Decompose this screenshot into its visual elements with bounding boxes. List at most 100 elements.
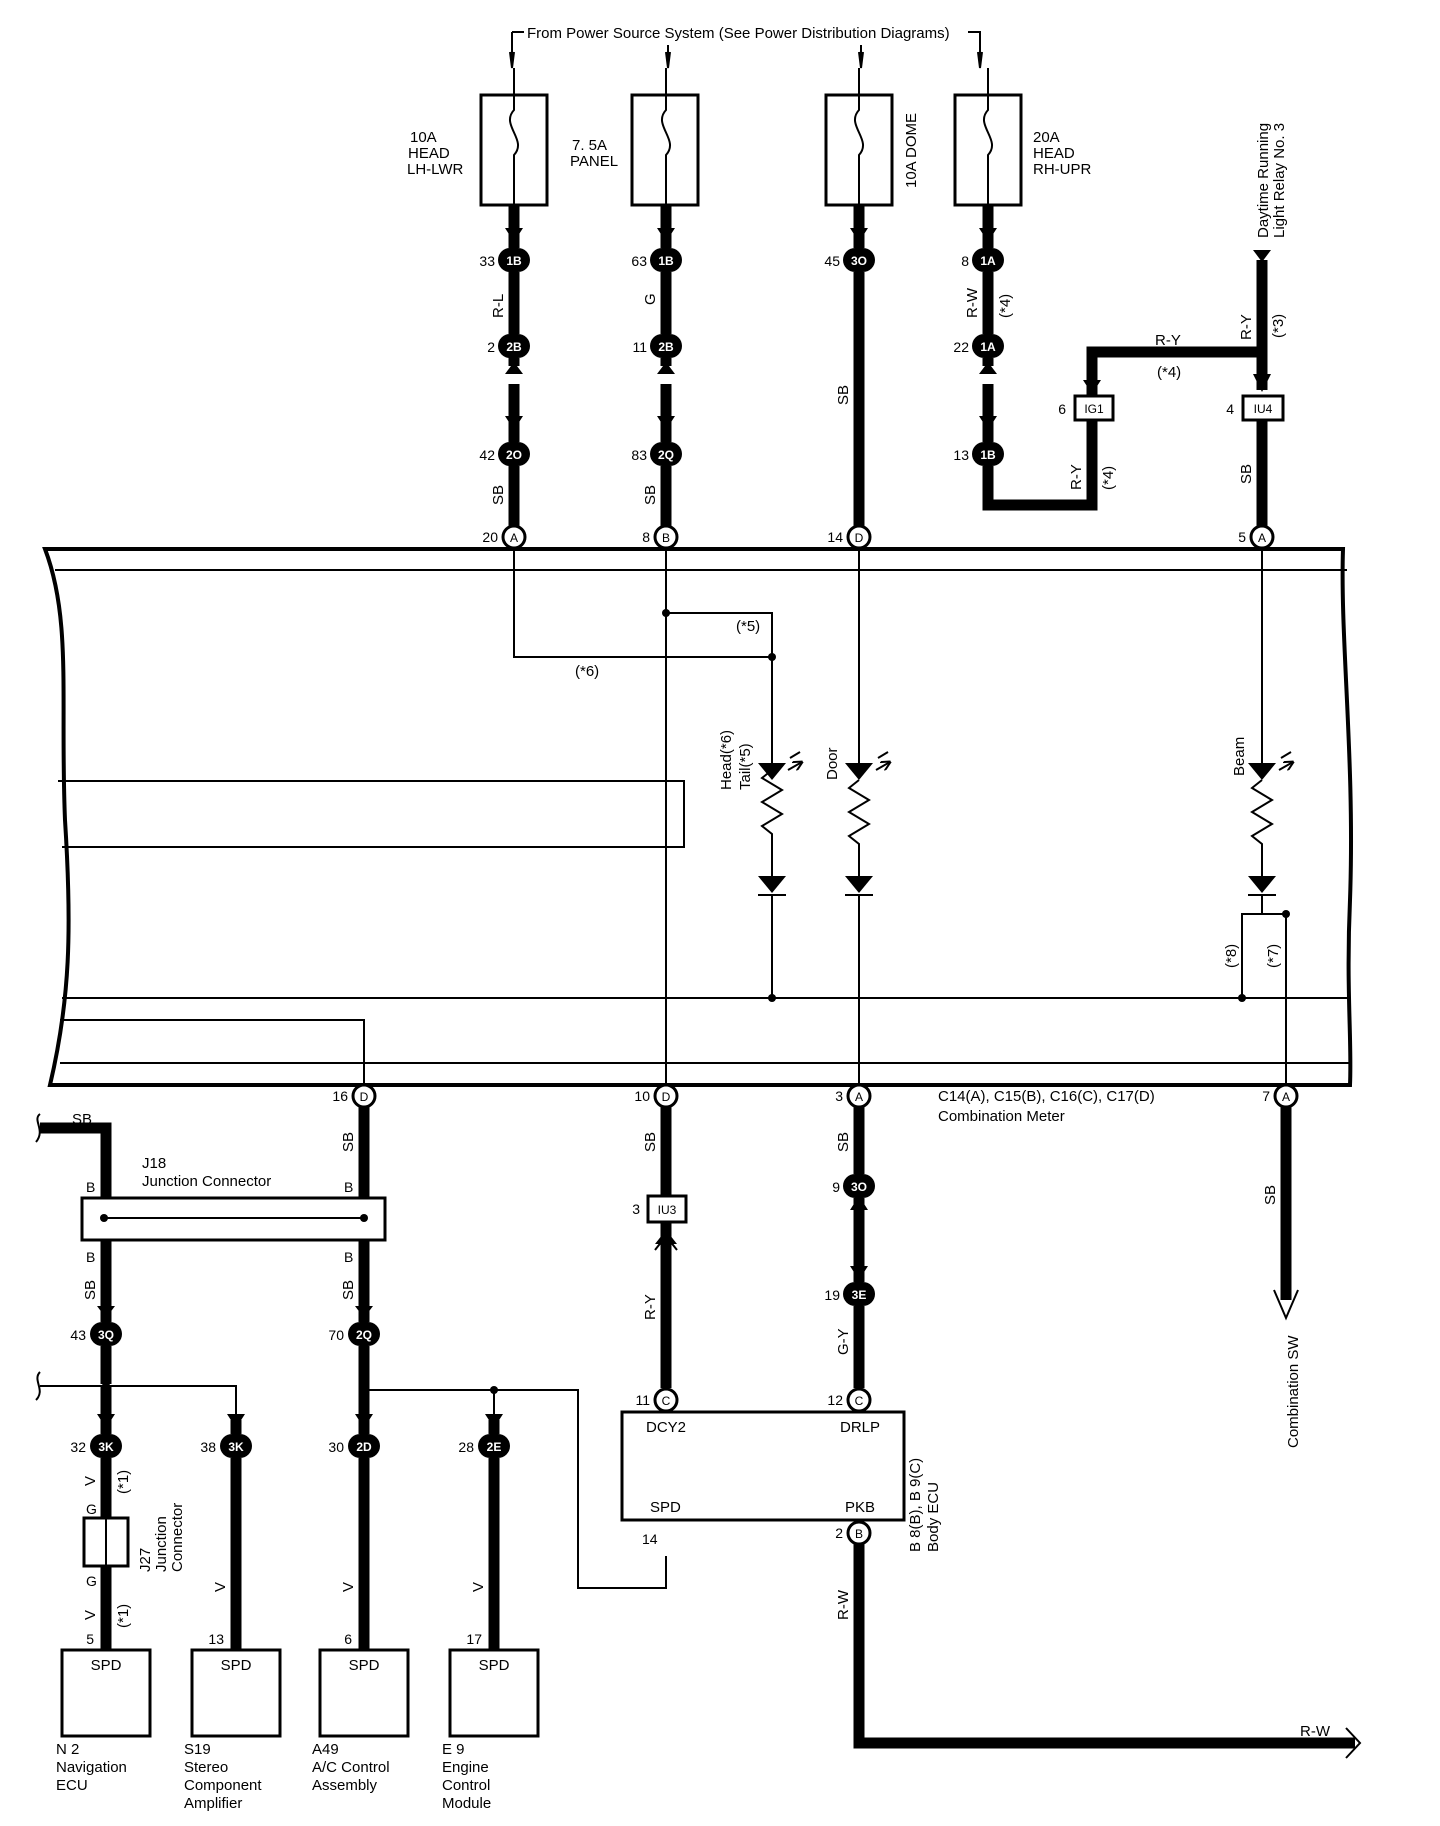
body-ecu-connectors: B 8(B), B 9(C) <box>907 1458 924 1552</box>
conn-c-11: C <box>662 1394 671 1408</box>
wire-v-5: V <box>470 1582 487 1592</box>
pin-3: 3 <box>835 1088 843 1104</box>
conn-2o-42: 2O <box>506 448 522 462</box>
wire-rw-top: R-W <box>964 287 981 318</box>
module-ac-control: SPD 6 A49 A/C Control Assembly <box>312 1631 410 1794</box>
pin-11c: 11 <box>635 1392 650 1408</box>
pin-14-ecu: 14 <box>642 1531 658 1547</box>
fuse-head-lh-lwr: 10A HEAD LH-LWR <box>407 68 549 207</box>
module-4-line-4: Module <box>442 1795 491 1812</box>
note-1-b: (*1) <box>115 1604 132 1628</box>
note-8: (*8) <box>1223 944 1240 968</box>
term-dcy2: DCY2 <box>646 1419 686 1436</box>
conn-ig1: IG1 <box>1084 402 1104 416</box>
conn-3o-9: 3O <box>851 1180 867 1194</box>
module-2-line-2: Stereo <box>184 1759 228 1776</box>
j18-pin-b-2: B <box>344 1179 353 1195</box>
wire-gy: G-Y <box>835 1328 852 1355</box>
term-drlp: DRLP <box>840 1419 880 1436</box>
conn-2d-30: 2D <box>356 1440 372 1454</box>
pin-22: 22 <box>953 339 969 355</box>
module-2-line-1: S19 <box>184 1741 211 1758</box>
conn-b-2: B <box>855 1527 863 1541</box>
pin-38: 38 <box>200 1439 216 1455</box>
wire-sb-a7: SB <box>1262 1185 1279 1205</box>
conn-meter-b-8: B <box>662 531 670 545</box>
top-wires <box>505 205 1271 528</box>
pin-6a: 6 <box>344 1631 352 1647</box>
note-4-c: (*4) <box>1100 466 1117 490</box>
pin-2b: 2 <box>835 1525 843 1541</box>
module-4-line-1: E 9 <box>442 1741 465 1758</box>
pin-19: 19 <box>824 1287 840 1303</box>
conn-2q-70: 2Q <box>356 1328 372 1342</box>
pin-63: 63 <box>631 253 647 269</box>
fuse-dome-label: 10A DOME <box>903 113 920 188</box>
pin-13s: 13 <box>208 1631 224 1647</box>
meter-bottom-connectors: D 16 D 10 A 3 A 7 C14(A), C15(B), C16(C)… <box>332 1083 1299 1125</box>
conn-2e-28: 2E <box>487 1440 502 1454</box>
j18-name: Junction Connector <box>142 1173 271 1190</box>
led-head-label: Head(*6) <box>718 730 735 790</box>
wire-ry-lower: R-Y <box>1068 464 1085 490</box>
wire-sb-3q: SB <box>82 1280 99 1300</box>
module-2-line-4: Amplifier <box>184 1795 242 1812</box>
pin-14: 14 <box>827 529 843 545</box>
conn-meter-a-20: A <box>510 531 518 545</box>
module-3-line-1: A49 <box>312 1741 339 1758</box>
fuse-head-rh-upr: 20A HEAD RH-UPR <box>953 68 1091 207</box>
combination-meter <box>42 547 1354 1087</box>
module-1-line-1: N 2 <box>56 1741 79 1758</box>
note-6: (*6) <box>575 663 599 680</box>
power-source-label: From Power Source System (See Power Dist… <box>527 25 950 42</box>
fuse-dome: 10A DOME <box>824 68 920 207</box>
pin-16: 16 <box>332 1088 348 1104</box>
conn-iu3: IU3 <box>658 1203 677 1217</box>
module-1-line-3: ECU <box>56 1777 88 1794</box>
wire-sb-2q: SB <box>340 1280 357 1300</box>
j18-label: J18 <box>142 1155 166 1172</box>
note-4-a: (*4) <box>997 294 1014 318</box>
body-ecu: DCY2 DRLP SPD PKB 14 B 8(B), B 9(C) Body… <box>620 1410 942 1552</box>
pin-3-iu3: 3 <box>632 1201 640 1217</box>
conn-meter-d-14: D <box>855 531 864 545</box>
wire-sb-d10: SB <box>642 1132 659 1152</box>
power-source-line: From Power Source System (See Power Dist… <box>509 25 983 69</box>
pin-5n: 5 <box>86 1631 94 1647</box>
pin-45: 45 <box>824 253 840 269</box>
j18-pin-b-4: B <box>344 1249 353 1265</box>
conn-2b-2: 2B <box>506 340 522 354</box>
pin-8b: 8 <box>642 529 650 545</box>
pin-8: 8 <box>961 253 969 269</box>
pin-7: 7 <box>1262 1088 1270 1104</box>
module-4-line-3: Control <box>442 1777 490 1794</box>
fuse-name-lh-lwr: LH-LWR <box>407 161 464 178</box>
fuse-name-head: HEAD <box>408 145 450 162</box>
pin-17e: 17 <box>466 1631 482 1647</box>
top-connectors: 1B 33 1B 63 3O 45 1A 8 2B 2 2B 11 1A 22 … <box>479 248 1285 466</box>
wire-v-4: V <box>340 1582 357 1592</box>
wire-g-j27-top: G <box>86 1501 97 1517</box>
wire-rw-ecu: R-W <box>835 1589 852 1620</box>
j18-pin-b-3: B <box>86 1249 95 1265</box>
wire-sb-1: SB <box>490 485 507 505</box>
conn-meter-a-5: A <box>1258 531 1266 545</box>
fuse-name-rh-upr: RH-UPR <box>1033 161 1091 178</box>
module-3-line-3: Assembly <box>312 1777 378 1794</box>
pin-10: 10 <box>634 1088 650 1104</box>
module-stereo-amplifier: SPD 13 S19 Stereo Component Amplifier <box>184 1631 282 1812</box>
lower-wires <box>35 1107 1362 1759</box>
module-3-line-2: A/C Control <box>312 1759 390 1776</box>
pin-30: 30 <box>328 1439 344 1455</box>
pin-20: 20 <box>482 529 498 545</box>
note-1-a: (*1) <box>115 1470 132 1494</box>
meter-connectors-label: C14(A), C15(B), C16(C), C17(D) <box>938 1088 1155 1105</box>
module-2-line-3: Component <box>184 1777 262 1794</box>
conn-meter-d-16: D <box>360 1090 369 1104</box>
top-wire-labels: R-L G SB SB SB R-W (*4) R-Y (*4) R-Y (*3… <box>490 287 1287 505</box>
pin-33: 33 <box>479 253 495 269</box>
term-spd: SPD <box>650 1499 681 1516</box>
combination-sw-label: Combination SW <box>1285 1335 1302 1448</box>
fuse-rating-7-5a: 7. 5A <box>572 137 607 154</box>
module-engine-control: SPD 17 E 9 Engine Control Module <box>442 1631 540 1812</box>
